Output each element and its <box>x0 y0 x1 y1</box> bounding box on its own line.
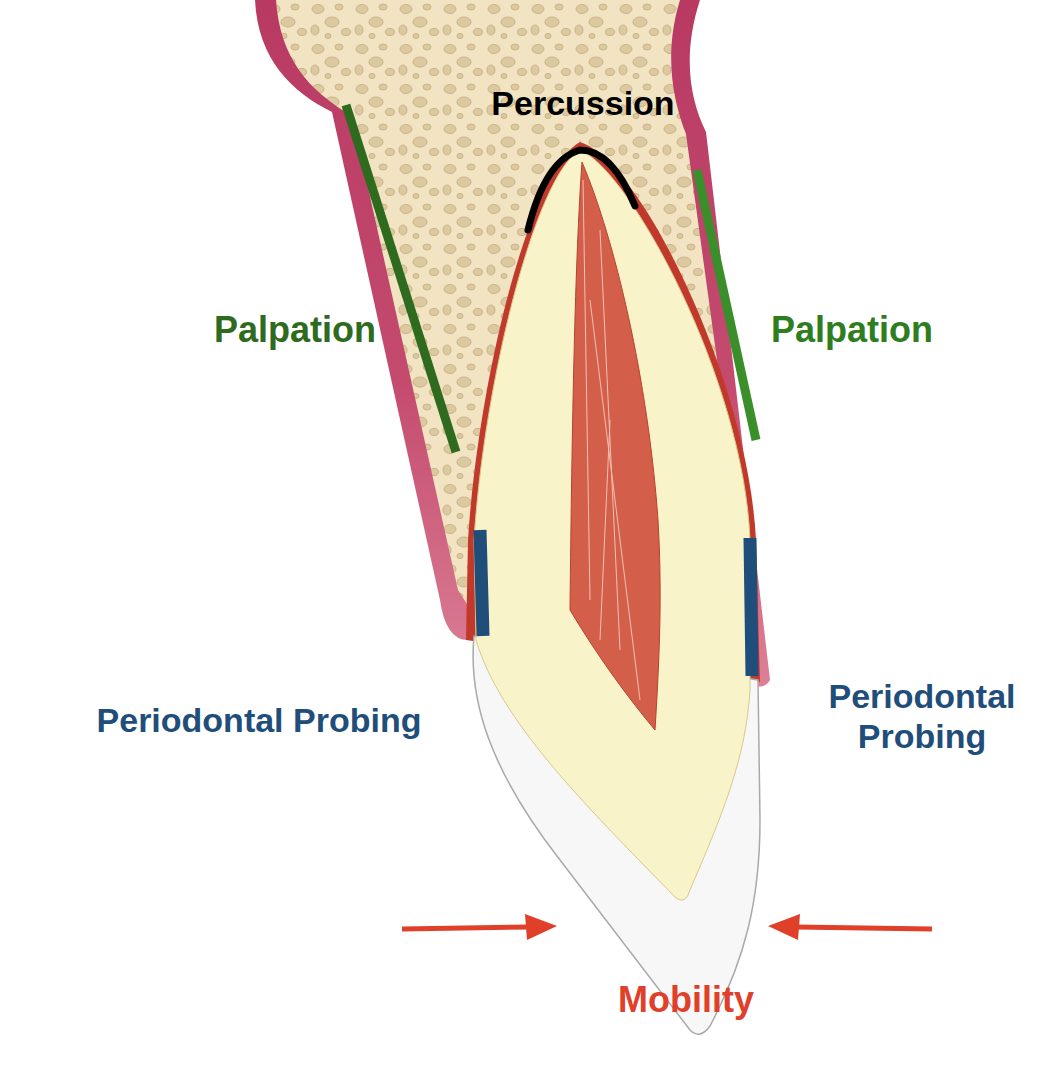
probing-label: Periodontal Probing <box>802 676 1042 756</box>
dentin <box>474 150 750 900</box>
mobility-label: Mobility <box>566 979 806 1021</box>
mobility-arrow <box>402 927 530 929</box>
probing-label: Periodontal Probing <box>39 700 479 740</box>
percussion-marker <box>528 150 635 230</box>
palpation-marker <box>346 105 456 452</box>
arrow-head <box>525 914 557 940</box>
palpation-label: Palpation <box>175 309 415 351</box>
palpation-marker <box>697 170 756 440</box>
pulp-canals <box>583 180 640 700</box>
probing-marker <box>750 538 752 676</box>
arrow-head <box>768 914 800 940</box>
dental-pulp <box>570 162 660 730</box>
palpation-label: Palpation <box>732 309 972 351</box>
mobility-arrow <box>796 927 932 929</box>
probing-marker <box>480 530 483 636</box>
percussion-label: Percussion <box>453 83 713 123</box>
